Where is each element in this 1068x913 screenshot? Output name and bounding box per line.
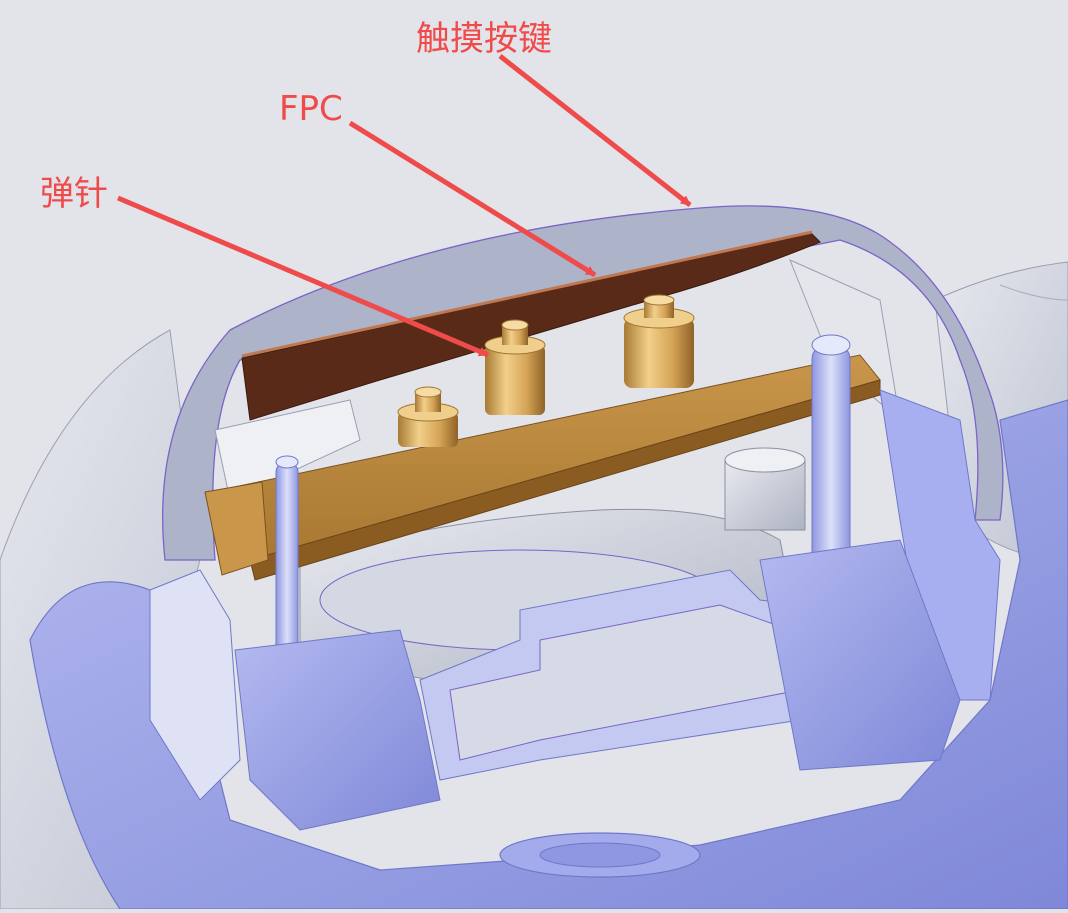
left-housing-rod [275,455,299,663]
bottom-port-inner [539,842,661,868]
pogo-pin-center [484,319,546,415]
blue-housing [29,399,1068,910]
arrow-touch-key [498,54,692,207]
left-clip [149,569,241,801]
arrow-fpc [348,120,597,278]
lower-left-block [234,629,441,831]
right-clip [879,389,1001,701]
callout-pogo-pin-label: 弹针 [40,174,108,214]
nozzle-edge [999,284,1068,301]
pogo-pins [397,294,695,447]
inner-wall [214,399,361,501]
pogo-pin-left [397,386,459,447]
lower-right-block [759,539,961,771]
internal-cylinder [724,447,806,531]
pogo-pin-right [623,294,695,388]
callout-touch-key-label: 触摸按键 [416,19,552,59]
callout-fpc-label: FPC [279,89,343,129]
arrow-pogo-pin [117,195,489,358]
shell-cross-section [162,205,1004,561]
pcb-side [249,379,881,581]
fpc-edge [241,230,813,358]
pcb-left-edge [204,481,269,576]
